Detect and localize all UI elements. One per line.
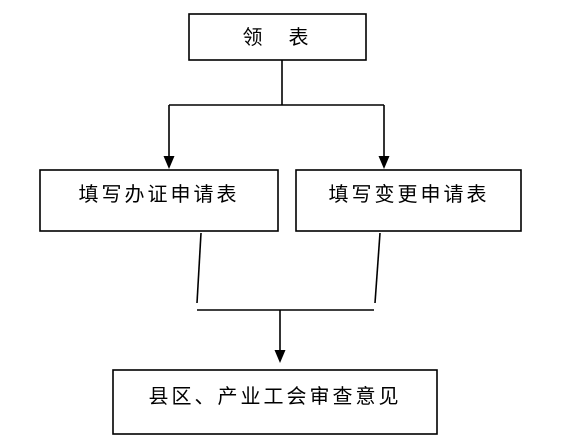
node-fill-application: 填写办证申请表 — [39, 169, 279, 232]
node-union-review-box — [112, 369, 438, 435]
node-fill-change-box — [295, 169, 522, 232]
node-get-form-box — [188, 13, 367, 61]
node-fill-application-box — [39, 169, 279, 232]
node-union-review-label: 县区、产业工会审查意见 — [149, 384, 402, 408]
arrow-to-change-icon — [378, 156, 390, 169]
arrow-to-review-icon — [274, 350, 286, 363]
node-get-form: 领 表 — [188, 13, 367, 61]
node-fill-application-label: 填写办证申请表 — [79, 182, 240, 206]
node-fill-change: 填写变更申请表 — [295, 169, 522, 232]
connector-left-merge — [196, 232, 202, 304]
connector-right-merge — [374, 232, 381, 304]
node-get-form-label: 领 表 — [243, 25, 312, 49]
node-union-review: 县区、产业工会审查意见 — [112, 369, 438, 435]
node-fill-change-label: 填写变更申请表 — [329, 182, 490, 206]
arrow-to-application-icon — [163, 156, 175, 169]
